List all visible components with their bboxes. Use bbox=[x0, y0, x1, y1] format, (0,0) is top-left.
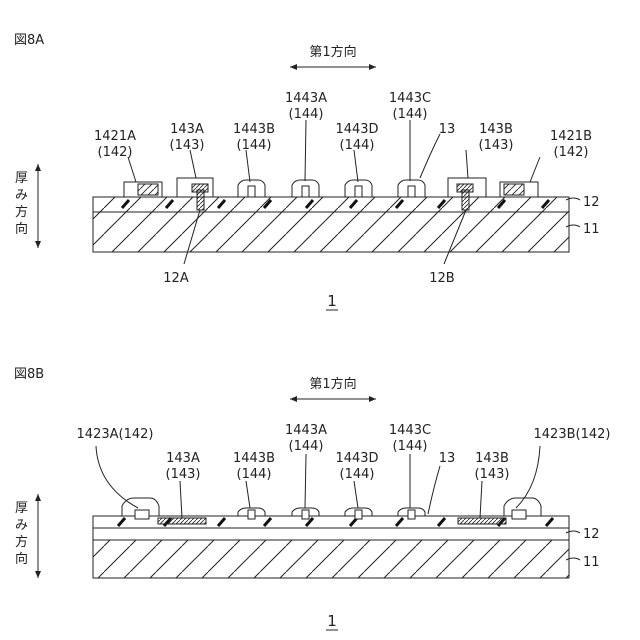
label-11: 11 bbox=[583, 222, 600, 237]
thickness-char: 向 bbox=[15, 221, 28, 237]
label-1443A-sub: (144) bbox=[289, 439, 324, 454]
arrow-left-icon bbox=[290, 396, 297, 402]
arrow-up-icon bbox=[35, 164, 41, 171]
label-1443C-sub: (144) bbox=[393, 439, 428, 454]
bump-1443A-core bbox=[302, 510, 309, 519]
bump-1443C-core bbox=[408, 186, 415, 197]
label-1443C-sub: (144) bbox=[393, 107, 428, 122]
arrow-down-icon bbox=[35, 571, 41, 578]
panel-8a: 図8A 第1方向 厚 み 方 向 bbox=[14, 33, 600, 310]
label-143A: 143A bbox=[170, 122, 204, 137]
label-1423B: 1423B(142) bbox=[534, 427, 611, 442]
label-1443D-sub: (144) bbox=[340, 138, 375, 153]
arrow-left-icon bbox=[290, 64, 297, 70]
label-1443B-sub: (144) bbox=[237, 467, 272, 482]
arrow-down-icon bbox=[35, 241, 41, 248]
thickness-direction-indicator: 厚 み 方 向 bbox=[15, 164, 41, 248]
bump-1443B-core bbox=[248, 510, 255, 519]
thickness-char: み bbox=[15, 188, 28, 203]
layer-12 bbox=[93, 197, 569, 212]
thickness-char: 厚 bbox=[15, 501, 28, 516]
pad-1423A-core bbox=[135, 510, 149, 519]
label-11: 11 bbox=[583, 555, 600, 570]
substrate-11 bbox=[93, 540, 569, 578]
label-13: 13 bbox=[439, 122, 456, 137]
label-1443C: 1443C bbox=[389, 423, 431, 438]
via-12A bbox=[197, 190, 204, 210]
electrode-143A bbox=[158, 518, 206, 524]
label-1423A: 1423A(142) bbox=[77, 427, 154, 442]
label-1443A-sub: (144) bbox=[289, 107, 324, 122]
thickness-direction-indicator: 厚 み 方 向 bbox=[15, 494, 41, 578]
thickness-char: 方 bbox=[15, 534, 28, 550]
label-1443A: 1443A bbox=[285, 91, 327, 106]
label-143A: 143A bbox=[166, 451, 200, 466]
layer-12 bbox=[93, 528, 569, 540]
label-12: 12 bbox=[583, 527, 600, 542]
label-12: 12 bbox=[583, 195, 600, 210]
first-direction-indicator: 第1方向 bbox=[290, 44, 376, 70]
label-1443B: 1443B bbox=[233, 451, 275, 466]
label-1421A: 1421A bbox=[94, 129, 136, 144]
label-1443C: 1443C bbox=[389, 91, 431, 106]
label-1421B-sub: (142) bbox=[554, 145, 589, 160]
figure-label: 図8A bbox=[14, 33, 44, 48]
label-143B-sub: (143) bbox=[475, 467, 510, 482]
label-143A-sub: (143) bbox=[170, 138, 205, 153]
label-143B-sub: (143) bbox=[479, 138, 514, 153]
label-1421A-sub: (142) bbox=[98, 145, 133, 160]
first-direction-label: 第1方向 bbox=[309, 44, 356, 60]
first-direction-label: 第1方向 bbox=[309, 376, 356, 392]
thickness-char: み bbox=[15, 518, 28, 533]
panel-8b: 図8B 第1方向 厚 み 方 向 bbox=[14, 367, 610, 630]
label-13: 13 bbox=[439, 451, 456, 466]
bump-1443B-core bbox=[248, 186, 255, 197]
bump-1443A-core bbox=[302, 186, 309, 197]
label-1421B: 1421B bbox=[550, 129, 592, 144]
pad-1421B-inner bbox=[504, 184, 524, 195]
substrate-11 bbox=[93, 212, 569, 252]
pad-1423B-core bbox=[512, 510, 526, 519]
reference-numeral: 1 bbox=[327, 612, 337, 630]
thickness-char: 厚 bbox=[15, 171, 28, 186]
label-1443B: 1443B bbox=[233, 122, 275, 137]
arrow-right-icon bbox=[369, 64, 376, 70]
reference-numeral: 1 bbox=[327, 292, 337, 310]
electrode-143B bbox=[458, 518, 506, 524]
via-12B bbox=[462, 190, 469, 210]
first-direction-indicator: 第1方向 bbox=[290, 376, 376, 402]
thickness-char: 方 bbox=[15, 204, 28, 220]
label-1443A: 1443A bbox=[285, 423, 327, 438]
pad-1421A-inner bbox=[138, 184, 158, 195]
bump-1443C-core bbox=[408, 510, 415, 519]
label-1443B-sub: (144) bbox=[237, 138, 272, 153]
bump-1443D-core bbox=[355, 186, 362, 197]
arrow-up-icon bbox=[35, 494, 41, 501]
label-1443D-sub: (144) bbox=[340, 467, 375, 482]
label-143B: 143B bbox=[475, 451, 509, 466]
bump-1443D-core bbox=[355, 510, 362, 519]
thickness-char: 向 bbox=[15, 551, 28, 567]
figure-label: 図8B bbox=[14, 367, 44, 382]
arrow-right-icon bbox=[369, 396, 376, 402]
label-12A: 12A bbox=[163, 271, 189, 286]
label-143B: 143B bbox=[479, 122, 513, 137]
label-1443D: 1443D bbox=[335, 451, 378, 466]
label-143A-sub: (143) bbox=[166, 467, 201, 482]
label-12B: 12B bbox=[429, 271, 454, 286]
label-1443D: 1443D bbox=[335, 122, 378, 137]
